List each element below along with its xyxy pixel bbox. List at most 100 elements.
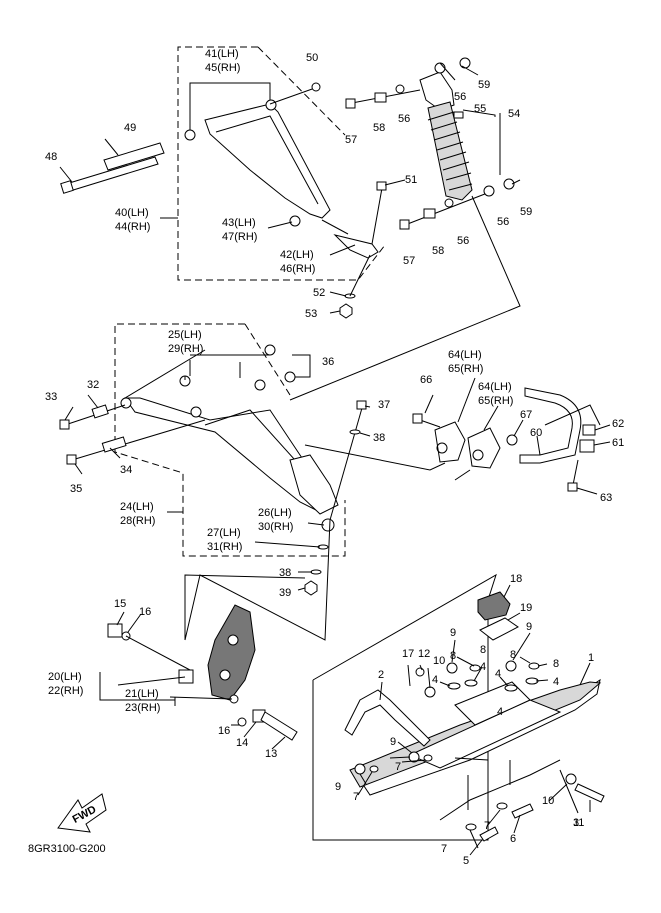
- label-65a: 65(RH): [448, 363, 483, 375]
- label-38-upper: 38: [373, 432, 385, 444]
- leader-lines: [59, 62, 611, 856]
- washer-56-upper: [395, 84, 405, 94]
- collar-49: [103, 142, 165, 171]
- label-59-top: 59: [478, 79, 490, 91]
- upper-arm-dashed-line: [257, 46, 346, 136]
- nut-39: [304, 580, 318, 596]
- part-labels: 41(LH) 45(RH) 50 49 48 40(LH) 44(RH) 43(…: [28, 48, 624, 867]
- stabilizer-group: [304, 387, 601, 492]
- label-8-c: 8: [510, 649, 516, 661]
- label-8-a: 8: [450, 650, 456, 662]
- shock-absorber-group: [289, 57, 521, 401]
- pin-17: [407, 664, 411, 687]
- label-30: 30(RH): [258, 521, 293, 533]
- label-2: 2: [378, 669, 384, 681]
- label-11: 11: [573, 817, 584, 829]
- washer-4-c: [504, 684, 518, 692]
- washer-8-right: [528, 662, 540, 670]
- nut-10-right: [565, 773, 577, 785]
- label-65b: 65(RH): [478, 395, 513, 407]
- label-7-mid: 7: [395, 761, 401, 773]
- label-10-right: 10: [542, 795, 554, 807]
- label-24: 24(LH): [120, 501, 154, 513]
- label-28: 28(RH): [120, 515, 155, 527]
- bolt-11: [574, 783, 605, 803]
- nut-59-upper: [459, 57, 471, 69]
- bushing-41: [184, 129, 196, 141]
- label-63: 63: [600, 492, 612, 504]
- bushing-45: [265, 99, 277, 111]
- label-34: 34: [120, 464, 132, 476]
- label-32: 32: [87, 379, 99, 391]
- washer-7-middle: [423, 754, 433, 762]
- bolt-6: [511, 803, 534, 819]
- label-46: 46(RH): [280, 263, 315, 275]
- wear-bar-3: [439, 759, 561, 821]
- clamp-62: [582, 424, 596, 436]
- bolt-51-head: [376, 181, 387, 191]
- label-66: 66: [420, 374, 432, 386]
- label-13: 13: [265, 748, 277, 760]
- stabilizer-outline: [544, 404, 601, 426]
- label-9-top-right: 9: [526, 621, 532, 633]
- nut-9-left: [446, 662, 458, 674]
- label-29: 29(RH): [168, 343, 203, 355]
- bolt-63-head: [567, 482, 578, 492]
- spring-coils: [427, 111, 473, 191]
- label-7-lower: 7: [353, 791, 359, 803]
- bolt-51-shaft: [371, 187, 383, 245]
- lower-a-arm: [124, 397, 331, 513]
- label-17: 17: [402, 648, 414, 660]
- nut-leader: [349, 254, 371, 297]
- diagram-code: 8GR3100-G200: [28, 843, 106, 855]
- label-38-lower: 38: [279, 567, 291, 579]
- label-54: 54: [508, 108, 520, 120]
- label-64b: 64(LH): [478, 381, 512, 393]
- label-64a: 64(LH): [448, 349, 482, 361]
- washer-56-lower: [444, 198, 454, 208]
- nut-43: [289, 215, 301, 227]
- label-18: 18: [510, 573, 522, 585]
- upper-arm-group: [60, 46, 387, 319]
- label-58-upper: 58: [373, 122, 385, 134]
- lower-arm-dashed-box: [114, 323, 346, 557]
- label-16-left: 16: [139, 606, 151, 618]
- bolt-37-head: [356, 400, 367, 410]
- label-44: 44(RH): [115, 221, 150, 233]
- nut-59-lower: [503, 178, 515, 190]
- label-4-c: 4: [495, 668, 501, 680]
- label-52: 52: [313, 287, 325, 299]
- label-56-lower: 56: [457, 235, 469, 247]
- label-10-top: 10: [433, 655, 445, 667]
- saddle-18: [477, 591, 511, 621]
- collar-58-upper: [374, 92, 387, 103]
- bolt-48-head: [60, 180, 74, 194]
- label-35: 35: [70, 483, 82, 495]
- clip-12: [415, 667, 425, 677]
- label-60: 60: [530, 427, 542, 439]
- bolt-35-line: [71, 419, 206, 461]
- label-6: 6: [510, 833, 516, 845]
- knuckle-hole-bottom: [219, 669, 231, 681]
- label-57-upper: 57: [345, 134, 357, 146]
- label-49: 49: [124, 122, 136, 134]
- spring-clip-55: [453, 111, 464, 119]
- lower-arm-link: [184, 519, 331, 641]
- label-20: 20(LH): [48, 671, 82, 683]
- label-36: 36: [322, 356, 334, 368]
- stabilizer-bar-60: [519, 387, 582, 464]
- label-58-lower: 58: [432, 245, 444, 257]
- bolt-37-shaft: [329, 407, 363, 521]
- label-1: 1: [588, 652, 594, 664]
- label-16-right: 16: [218, 725, 230, 737]
- bolt-13: [260, 711, 298, 741]
- label-7-bottom: 7: [441, 843, 447, 855]
- label-14: 14: [236, 737, 248, 749]
- washer-4-a: [447, 682, 461, 690]
- label-27: 27(LH): [207, 527, 241, 539]
- bolt-66: [412, 413, 423, 424]
- ski-handle-2: [344, 689, 431, 747]
- nut-53: [339, 303, 353, 319]
- washer-16-right: [237, 717, 247, 727]
- nut-67: [506, 434, 518, 446]
